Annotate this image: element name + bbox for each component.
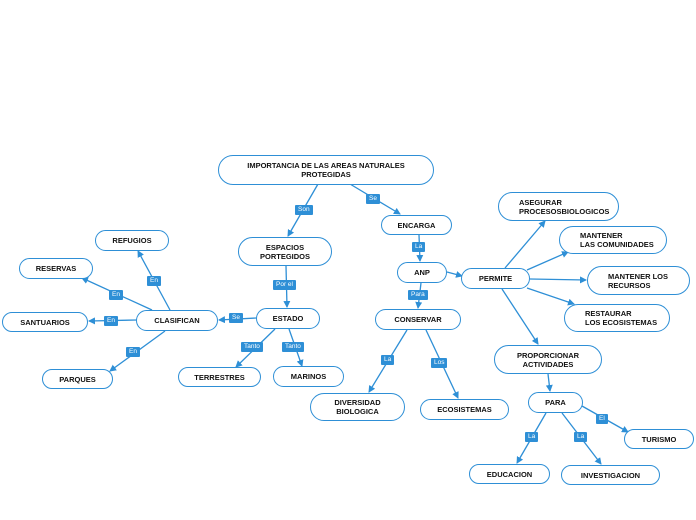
connector-permite-restaurar [526, 287, 575, 306]
link-label-los-ecosistemas: Los [431, 358, 448, 368]
node-parques[interactable]: PARQUES [42, 369, 113, 389]
node-educacion[interactable]: EDUCACION [469, 464, 550, 484]
link-label-para-conservar: Para [408, 290, 428, 300]
link-label-la-diversidad: La [381, 355, 395, 365]
node-asegurar[interactable]: ASEGURAR PROCESOSBIOLOGICOS [498, 192, 619, 221]
link-label-en-santuarios: En [104, 316, 118, 326]
link-label-la-educacion: La [525, 432, 539, 442]
connector-permite-recursos [529, 276, 587, 284]
connector-permite-asegurar [504, 220, 546, 269]
node-restaurar[interactable]: RESTAURAR LOS ECOSISTEMAS [564, 304, 670, 332]
link-label-en-reservas: En [109, 290, 123, 300]
node-anp[interactable]: ANP [397, 262, 447, 283]
node-estado[interactable]: ESTADO [256, 308, 320, 329]
link-label-se-encarga: Se [366, 194, 380, 204]
link-label-la-anp: La [412, 242, 426, 252]
link-label-tanto-terrestres: Tanto [241, 342, 263, 352]
link-label-en-parques: En [126, 347, 140, 357]
node-reservas[interactable]: RESERVAS [19, 258, 93, 279]
link-label-se-clasifican: Se [229, 313, 243, 323]
connector-anp-permite [446, 271, 463, 278]
link-label-por-el: Por el [273, 280, 296, 290]
connector-permite-comunidades [526, 251, 569, 271]
node-refugios[interactable]: REFUGIOS [95, 230, 169, 251]
link-label-en-refugios: En [147, 276, 161, 286]
node-terrestres[interactable]: TERRESTRES [178, 367, 261, 387]
node-encarga[interactable]: ENCARGA [381, 215, 452, 235]
node-investigacion[interactable]: INVESTIGACION [561, 465, 660, 485]
node-turismo[interactable]: TURISMO [624, 429, 694, 449]
node-ecosistemas[interactable]: ECOSISTEMAS [420, 399, 509, 420]
node-para[interactable]: PARA [528, 392, 583, 413]
node-diversidad[interactable]: DIVERSIDAD BIOLOGICA [310, 393, 405, 421]
link-label-tanto-marinos: Tanto [282, 342, 304, 352]
node-clasifican[interactable]: CLASIFICAN [136, 310, 218, 331]
connector-permite-proporcionar [501, 288, 539, 345]
node-mantener-recursos[interactable]: MANTENER LOS RECURSOS [587, 266, 690, 295]
connector-proporcionar-para [545, 373, 553, 392]
node-espacios[interactable]: ESPACIOS PORTEGIDOS [238, 237, 332, 266]
link-label-la-investigacion: La [574, 432, 588, 442]
node-permite[interactable]: PERMITE [461, 268, 530, 289]
node-marinos[interactable]: MARINOS [273, 366, 344, 387]
link-label-son: Son [295, 205, 313, 215]
node-conservar[interactable]: CONSERVAR [375, 309, 461, 330]
link-label-el-turismo: El [596, 414, 608, 424]
node-santuarios[interactable]: SANTUARIOS [2, 312, 88, 332]
node-root[interactable]: IMPORTANCIA DE LAS AREAS NATURALES PROTE… [218, 155, 434, 185]
node-mantener-comunidades[interactable]: MANTENER LAS COMUNIDADES [559, 226, 667, 254]
node-proporcionar[interactable]: PROPORCIONAR ACTIVIDADES [494, 345, 602, 374]
